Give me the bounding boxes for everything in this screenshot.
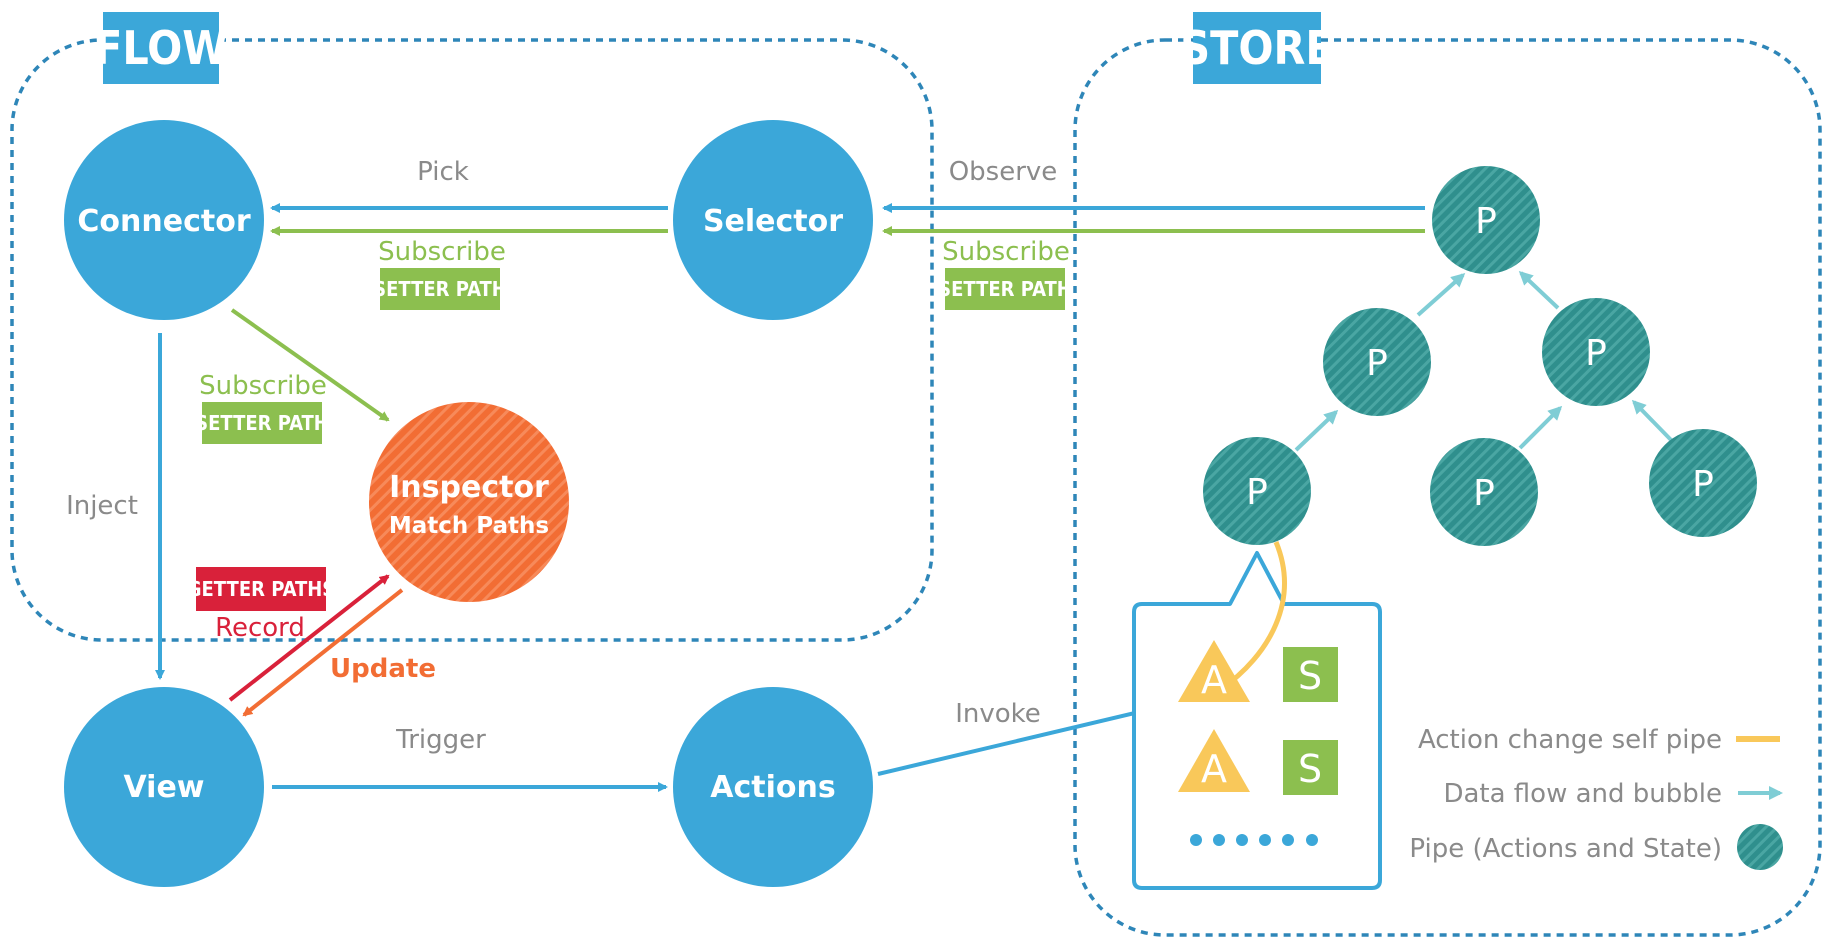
svg-text:P: P xyxy=(1246,472,1268,513)
node-view: View xyxy=(64,687,264,887)
edge-update xyxy=(242,588,404,717)
label-subscribe-3: Subscribe xyxy=(199,371,327,401)
legend-pipe-swatch xyxy=(1737,824,1783,870)
label-subscribe-1: Subscribe xyxy=(378,237,506,267)
pipe-node-leaf-3: P xyxy=(1649,429,1757,537)
node-selector: Selector xyxy=(673,120,873,320)
edge-record xyxy=(228,574,390,702)
store-title: STORE xyxy=(1180,21,1333,75)
tag-setter-path-2: SETTER PATH xyxy=(938,268,1072,310)
label-trigger: Trigger xyxy=(395,725,486,755)
legend-pipe-label: Pipe (Actions and State) xyxy=(1409,834,1722,864)
node-actions: Actions xyxy=(673,687,873,887)
svg-text:P: P xyxy=(1473,473,1495,514)
legend-self-pipe-label: Action change self pipe xyxy=(1418,725,1722,755)
node-inspector-sublabel: Match Paths xyxy=(389,513,549,539)
state-item-1: S xyxy=(1283,647,1338,702)
flow-group-border xyxy=(10,38,934,642)
action-item-2: A xyxy=(1178,729,1250,792)
self-pipe-curve xyxy=(1218,541,1287,693)
label-update: Update xyxy=(330,654,436,684)
label-record: Record xyxy=(215,613,305,643)
pipe-tree-links xyxy=(1294,270,1675,452)
pipe-node-mid-right: P xyxy=(1542,298,1650,406)
svg-text:A: A xyxy=(1201,658,1227,702)
pipe-node-root: P xyxy=(1432,166,1540,274)
svg-text:S: S xyxy=(1298,654,1322,698)
svg-text:SETTER PATH: SETTER PATH xyxy=(195,411,329,435)
legend: Action change self pipe Data flow and bu… xyxy=(1409,725,1783,870)
ellipsis-dots xyxy=(1190,834,1318,846)
svg-text:A: A xyxy=(1201,747,1227,791)
state-item-2: S xyxy=(1283,740,1338,795)
svg-text:P: P xyxy=(1585,333,1607,374)
node-inspector-label: Inspector xyxy=(389,470,549,505)
pipe-node-leaf-1: P xyxy=(1203,437,1311,545)
node-inspector: Inspector Match Paths xyxy=(369,402,569,602)
tag-setter-path-3: SETTER PATH xyxy=(195,402,329,444)
svg-text:GETTER PATHS: GETTER PATHS xyxy=(187,577,336,601)
node-connector: Connector xyxy=(64,120,264,320)
tag-setter-path-1: SETTER PATH xyxy=(373,268,507,310)
action-item-1: A xyxy=(1178,640,1250,702)
svg-text:SETTER PATH: SETTER PATH xyxy=(938,277,1072,301)
edge-subscribe-connector-inspector xyxy=(230,308,390,422)
node-connector-label: Connector xyxy=(77,204,250,239)
node-selector-label: Selector xyxy=(703,204,843,239)
tag-getter-paths: GETTER PATHS xyxy=(187,567,336,611)
label-invoke: Invoke xyxy=(955,699,1041,729)
node-actions-label: Actions xyxy=(710,770,835,805)
svg-text:SETTER PATH: SETTER PATH xyxy=(373,277,507,301)
flow-title-badge: FLOW xyxy=(94,12,228,84)
label-pick: Pick xyxy=(417,157,469,187)
store-title-badge: STORE xyxy=(1180,12,1334,84)
node-view-label: View xyxy=(123,770,204,805)
pipe-node-mid-left: P xyxy=(1323,308,1431,416)
edge-invoke xyxy=(877,699,1179,776)
svg-text:P: P xyxy=(1475,201,1497,242)
svg-text:P: P xyxy=(1692,464,1714,505)
legend-data-flow-label: Data flow and bubble xyxy=(1443,779,1722,809)
pipe-detail-callout xyxy=(1132,551,1382,890)
label-inject: Inject xyxy=(66,491,138,521)
svg-text:P: P xyxy=(1366,343,1388,384)
pipe-node-leaf-2: P xyxy=(1430,438,1538,546)
flow-title: FLOW xyxy=(94,21,228,75)
label-subscribe-2: Subscribe xyxy=(942,237,1070,267)
label-observe: Observe xyxy=(949,157,1058,187)
svg-text:S: S xyxy=(1298,747,1322,791)
